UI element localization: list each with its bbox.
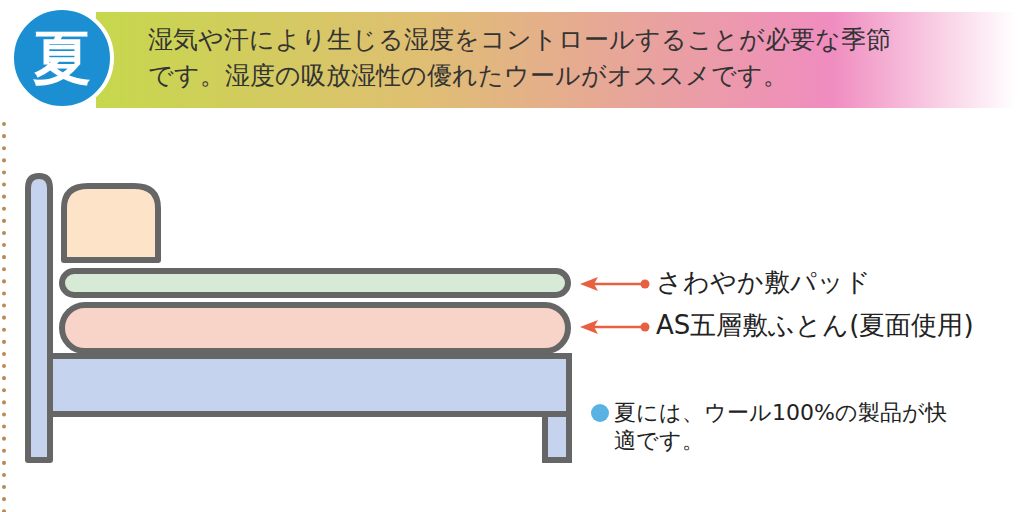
description-band: 湿気や汗により生じる湿度をコントロールすることが必要な季節です。湿度の吸放湿性の… xyxy=(96,12,1016,108)
bed-leg xyxy=(545,414,569,460)
futon xyxy=(62,305,568,351)
bullet-dot xyxy=(591,404,609,422)
bed-base xyxy=(45,356,569,414)
description-text: 湿気や汗により生じる湿度をコントロールすることが必要な季節です。湿度の吸放湿性の… xyxy=(148,22,893,95)
pillow xyxy=(64,186,158,260)
part-label: さわやか敷パッド xyxy=(656,266,871,299)
headboard xyxy=(28,176,50,460)
season-badge: 夏 xyxy=(10,6,114,110)
note-text: 夏には、ウール100%の製品が快適です。 xyxy=(614,399,959,454)
bed-pad xyxy=(62,271,568,295)
part-label: AS五層敷ふとん(夏面使用) xyxy=(656,309,974,342)
dotted-rule xyxy=(2,124,6,512)
leader-arrows xyxy=(580,277,650,334)
season-label: 夏 xyxy=(33,29,91,87)
